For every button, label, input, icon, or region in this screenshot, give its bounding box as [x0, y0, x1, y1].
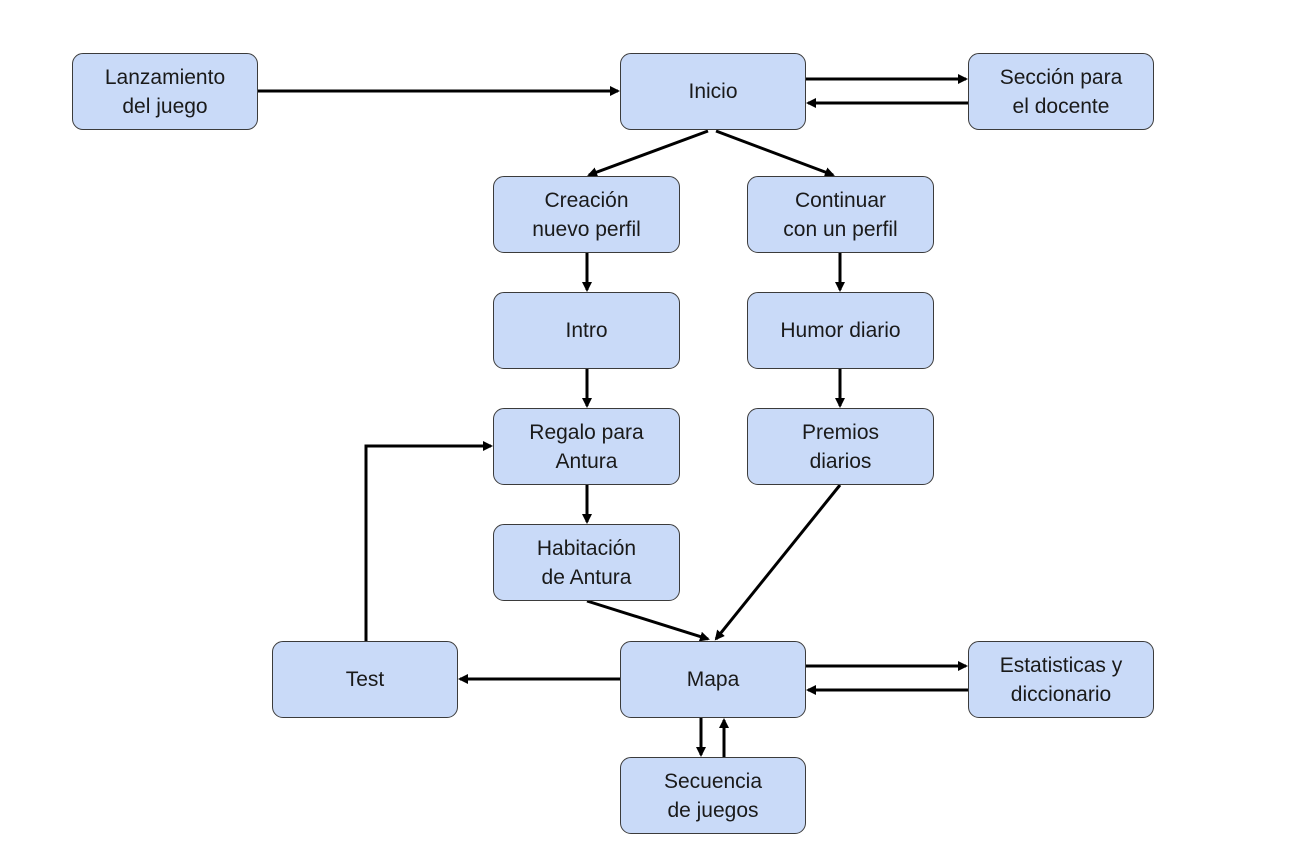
node-continuar-perfil: Continuar con un perfil [747, 176, 934, 253]
node-regalo-antura: Regalo para Antura [493, 408, 680, 485]
node-intro: Intro [493, 292, 680, 369]
node-premios-diarios: Premios diarios [747, 408, 934, 485]
arrow-habitacion-to-mapa [586, 599, 710, 642]
node-inicio: Inicio [620, 53, 806, 130]
node-humor-diario: Humor diario [747, 292, 934, 369]
node-lanzamiento: Lanzamiento del juego [72, 53, 258, 130]
node-mapa: Mapa [620, 641, 806, 718]
arrow-inicio-to-creacion [587, 129, 709, 177]
node-creacion-perfil: Creación nuevo perfil [493, 176, 680, 253]
arrow-inicio-to-continuar [715, 129, 835, 177]
arrow-premios-to-mapa [714, 484, 842, 641]
node-secuencia-juegos: Secuencia de juegos [620, 757, 806, 834]
node-habitacion-antura: Habitación de Antura [493, 524, 680, 601]
node-test: Test [272, 641, 458, 718]
arrow-test-to-regalo [364, 441, 493, 641]
node-estadisticas-diccionario: Estatisticas y diccionario [968, 641, 1154, 718]
node-seccion-docente: Sección para el docente [968, 53, 1154, 130]
